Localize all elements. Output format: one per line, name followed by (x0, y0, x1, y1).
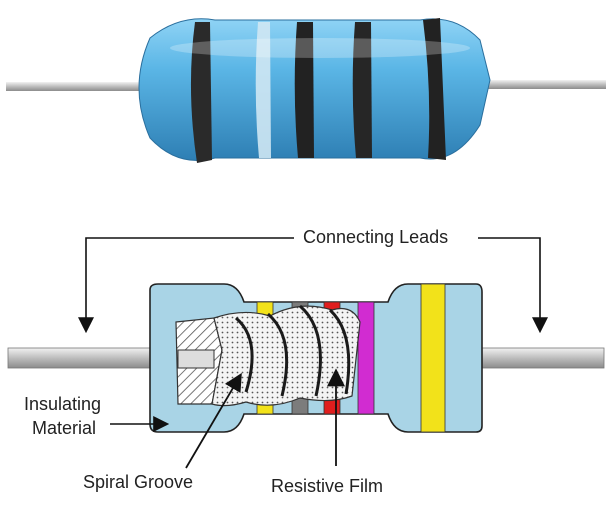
resistor-cross-section (7, 237, 605, 469)
band-4-photo (352, 22, 372, 158)
spiral-groove-label: Spiral Groove (83, 472, 194, 492)
resistor-photo (6, 18, 606, 163)
resistor-body-photo (138, 18, 491, 161)
spiral-groove-line-3 (299, 304, 322, 397)
band-yellow-right (420, 283, 446, 433)
band-3-photo (294, 22, 314, 158)
right-lead-photo (470, 80, 606, 89)
left-lead-photo (6, 82, 146, 91)
body-highlight-photo (170, 38, 470, 58)
cutaway-section (175, 304, 361, 407)
band-2-photo (255, 22, 271, 158)
spiral-groove-line-1 (234, 316, 254, 393)
band-1-photo (190, 22, 212, 163)
insulating-material-label: Insulating Material (24, 392, 101, 440)
right-lead (475, 347, 605, 369)
left-lead (7, 347, 159, 369)
insulating-material-line1: Insulating (24, 394, 102, 414)
connecting-leads-label: Connecting Leads (303, 227, 449, 247)
spiral-groove-line-2 (266, 312, 289, 397)
band-5-photo (423, 18, 446, 160)
connecting-leads-left-arrow (78, 237, 294, 334)
insulating-material-line2: Material (32, 418, 97, 438)
resistive-film-label: Resistive Film (271, 476, 384, 496)
spiral-groove-pointer (185, 372, 242, 469)
connecting-leads-right-arrow (478, 237, 548, 334)
band-magenta (357, 301, 375, 415)
spiral-groove-line-4 (328, 308, 351, 395)
core-notch (177, 349, 215, 369)
